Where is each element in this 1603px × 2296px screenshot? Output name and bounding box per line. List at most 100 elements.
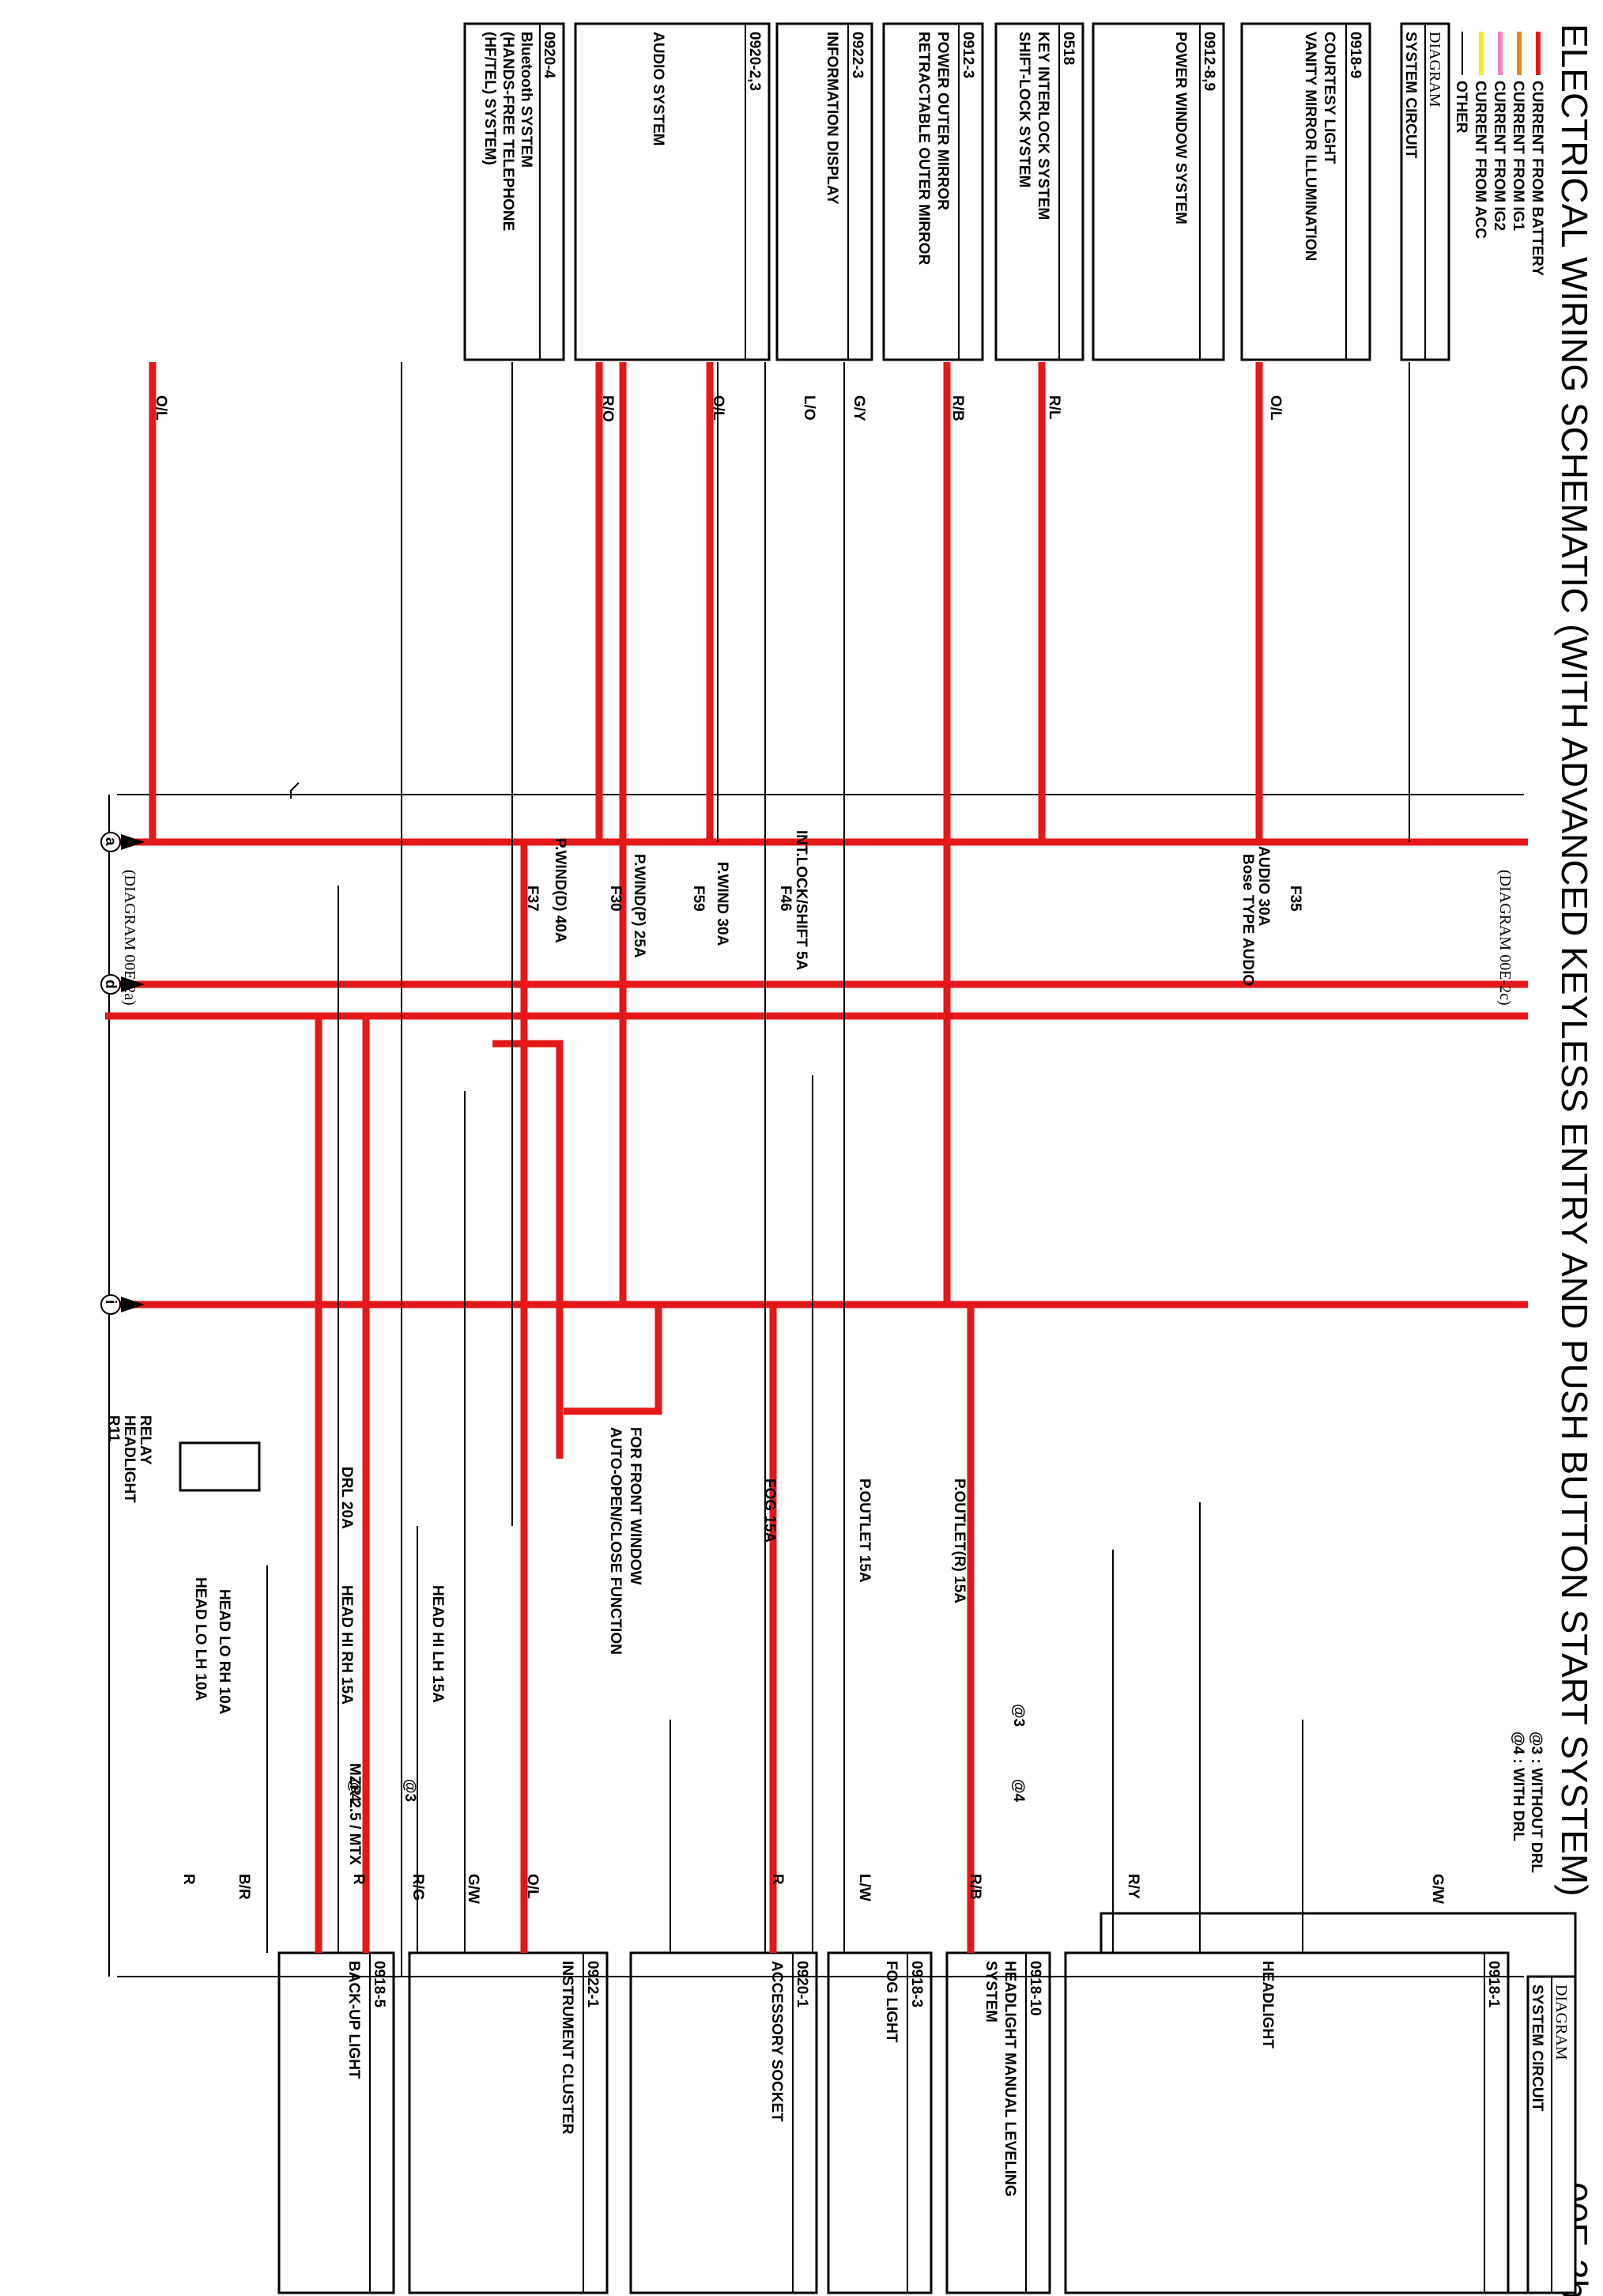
wire-label-ki-lo: L/O [801,395,817,421]
sys-name2-courtesy: VANITY MIRROR ILLUMINATION [1302,32,1318,261]
fuse-f9-label: HEAD LO LH 10A [192,1577,209,1701]
wire-label-hl-r3: R [350,1874,367,1885]
sys-code-bluetooth: 0920-4 [541,32,557,79]
wire-label-hl-br: B/R [236,1874,252,1900]
legend-ig2: CURRENT FROM IG2 [1491,81,1507,231]
wire-label-pw-rb: R/B [949,395,966,421]
fuses-right: DRL 20A FOG 15A P.OUTLET 15A P.OUTLET(R)… [192,1467,967,1715]
fuse-f47-label: P.OUTLET 15A [856,1478,873,1583]
sys-name-accessory: ACCESSORY SOCKET [768,1961,785,2122]
fuse-f30-id: F30 [607,886,624,912]
wire-label-hl-ol: O/L [524,1874,541,1899]
wire-label-backup-gw: G/W [1429,1874,1446,1904]
sys-name-fog: FOG LIGHT [883,1961,900,2043]
sys-code-backup: 0918-5 [371,1961,387,2008]
auto-note-line1: AUTO-OPEN/CLOSE FUNCTION [607,1427,624,1655]
wire-label-fog-r: R [769,1874,786,1885]
legend-other: OTHER [1453,81,1469,134]
connectors-top: a d i [100,832,145,1315]
sys-name-audio: AUDIO SYSTEM [650,32,666,146]
legend-battery: CURRENT FROM BATTERY [1529,81,1545,276]
sys-name-backup: BACK-UP LIGHT [345,1961,362,2079]
connector-i-label: i [102,1300,119,1304]
diagram-ref-label: SYSTEM CIRCUIT [1402,32,1419,159]
diagram-link-top: (DIAGRAM 00E-2a) [121,870,138,1006]
wire-label-pw-gy: G/Y [851,395,867,421]
note-without-drl: @3 : WITHOUT DRL [1528,1731,1545,1873]
wire-label-audio-ro: R/O [599,395,616,422]
wire-label-bt-ol: O/L [153,395,169,421]
wire-label-hl-gw: G/W [465,1874,481,1904]
sys-code-info-display: 0922-3 [849,32,866,78]
sys-box-fog [827,1951,933,2294]
wire-label-pw-rl: R/L [1046,395,1062,420]
wire-labels-right: R B/R R R/G G/W O/L R L/W R/B R/Y G/W [180,1874,1446,1904]
sys-box-courtesy [1240,22,1371,361]
sys-code-audio: 0920-2,3 [746,32,763,91]
wire-label-ic-ry: R/Y [1125,1874,1141,1899]
fuse-f35-note: Bose TYPE AUDIO [1239,854,1256,986]
sys-name-leveling: HEADLIGHT MANUAL LEVELING [1001,1961,1018,2196]
fuse-f46-id: F46 [777,886,794,912]
headlight-relay: R11 HEADLIGHT RELAY [105,1415,261,1503]
sys-name-info-display: INFORMATION DISPLAY [824,32,840,205]
sys-box-leveling [945,1951,1051,2294]
wire-label-audio-ol: O/L [710,395,726,421]
connector-i [100,1294,121,1315]
connector-d [100,974,121,995]
sys-name-bluetooth: Bluetooth SYSTEM [518,32,534,168]
sys-box-backup [277,1951,395,2294]
legend-acc: CURRENT FROM ACC [1472,81,1488,239]
diagram-ref-tag-r: DIAGRAM [1552,1984,1570,2060]
annot-at4-right: @4 [346,1779,363,1803]
relay-label: HEADLIGHT [121,1415,138,1503]
sys-box-accessory [629,1951,818,2294]
fuse-f37-label: P.WIND(D) 40A [552,838,568,943]
sys-name-instrument: INSTRUMENT CLUSTER [559,1961,575,2135]
fuse-f37-id: F37 [524,886,541,912]
annot-at4-left: @4 [1010,1779,1027,1803]
connector-d-label: d [102,980,119,989]
red-bus-wires [105,362,1528,1953]
annot-at3-right: @3 [402,1779,418,1802]
sys-code-leveling: 0918-10 [1027,1961,1043,2016]
diagram-ref-label-r: SYSTEM CIRCUIT [1529,1984,1545,2112]
auto-note-line2: FOR FRONT WINDOW [627,1427,643,1585]
sys-name-outer-mirror: POWER OUTER MIRROR [934,32,951,210]
sys-box-power-window [1092,22,1225,361]
sys-code-headlight: 0918-1 [1485,1961,1502,2008]
wire-label-acc-rb: R/B [967,1874,983,1900]
sys-code-key-interlock: 0518 [1060,32,1077,65]
backup-note: MZR 2.5 / MTX [346,1763,363,1865]
fuse-f35-label: AUDIO 30A [1255,846,1272,927]
sys-name-courtesy: COURTESY LIGHT [1321,32,1337,164]
sys-name-headlight: HEADLIGHT [1259,1961,1276,2049]
sys-box-bluetooth [463,22,565,361]
sys-name-power-window: POWER WINDOW SYSTEM [1172,32,1189,225]
wire-labels-left: O/L R/L R/B G/Y L/O O/L R/O O/L [153,395,1284,422]
sys-box-key-interlock [994,22,1084,361]
diagram-ref-tag: DIAGRAM [1426,32,1443,108]
relay-label2: RELAY [137,1415,153,1465]
sys-name2-leveling: SYSTEM [983,1961,999,2022]
sys-box-outer-mirror [882,22,984,361]
diagram-link-bottom: (DIAGRAM 00E-2c) [1496,870,1514,1006]
sys-name3-bluetooth: (HF/TEL) SYSTEM) [481,32,498,165]
diagram-ref-right: DIAGRAM SYSTEM CIRCUIT [1526,1975,1577,2294]
connector-a [100,832,121,852]
schematic-title: ELECTRICAL WIRING SCHEMATIC (WITH ADVANC… [1554,24,1595,1897]
sys-name2-key-interlock: SHIFT-LOCK SYSTEM [1016,32,1032,187]
sys-code-power-window: 0912-8,9 [1201,32,1217,91]
fuse-f46-label: INT.LOCK/SHIFT 5A [793,830,809,971]
fuse-f7-label: HEAD LO RH 10A [216,1589,232,1715]
fuse-f30-label: P.WIND(P) 25A [631,854,647,958]
left-systems: 0918-9 COURTESY LIGHT VANITY MIRROR ILLU… [463,22,1371,361]
fuses-left: P.WIND(D) 40A P.WIND(P) 25A P.WIND 30A I… [524,830,1303,986]
sys-box-audio [574,22,771,361]
right-systems: 0918-1 HEADLIGHT 0918-10 HEADLIGHT MANUA… [277,1763,1577,2294]
wire-label-hl-rg: R/G [409,1874,426,1901]
fuse-f34-label: P.OUTLET(R) 15A [951,1478,967,1603]
fuse-f8-label: HEAD HI LH 15A [429,1585,446,1703]
fuse-f1-label: DRL 20A [338,1467,355,1529]
